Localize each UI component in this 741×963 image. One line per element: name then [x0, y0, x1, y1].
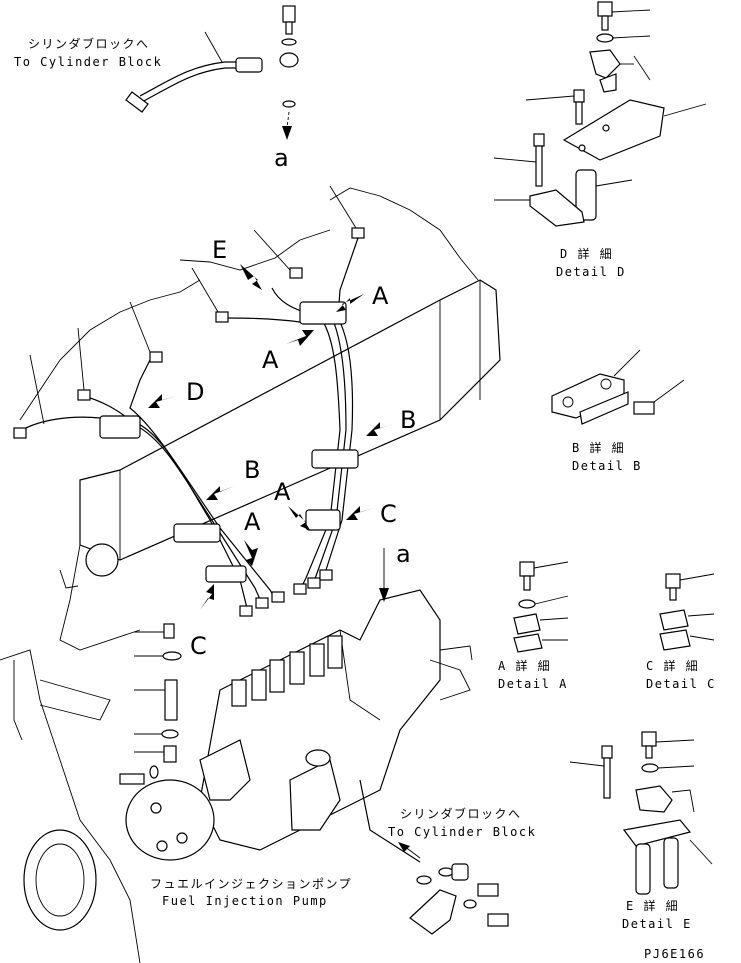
detail-e-en-label: Detail E	[622, 917, 692, 931]
clamp-b-lower	[173, 523, 221, 543]
injector-nut	[77, 389, 91, 401]
to-cylinder-block-jp-label-1: シリンダブロックへ	[28, 36, 150, 51]
top-left-pipe-group: シリンダブロックへ To Cylinder Block a	[14, 5, 299, 172]
bolt	[119, 773, 145, 785]
callout-arrow-b-icon	[366, 422, 394, 436]
feed-pump	[199, 739, 251, 801]
ref-a-top: a	[274, 144, 289, 172]
detail-d-jp-label: D 詳 細	[560, 246, 613, 261]
callouts: E A A D B B A C A C	[148, 236, 416, 660]
pipe-fitting	[235, 57, 263, 73]
to-cylinder-block-en-label-2: To Cylinder Block	[388, 825, 536, 839]
spacer	[575, 169, 597, 221]
callout-a-2: A	[262, 346, 279, 374]
detail-d: D 詳 細 Detail D	[493, 1, 707, 279]
callout-arrow-a-icon	[244, 540, 258, 566]
callout-arrow-a-icon	[336, 294, 364, 312]
callout-arrow-c-icon	[200, 584, 214, 610]
callout-c-1: C	[380, 500, 397, 528]
timing-cover	[0, 649, 141, 963]
pump-body	[199, 589, 441, 851]
clamp-b-upper	[311, 449, 359, 469]
engine-body	[19, 187, 501, 651]
detail-c-jp-label: C 詳 細	[646, 658, 699, 673]
washer	[438, 867, 454, 877]
to-cylinder-block-en-label-1: To Cylinder Block	[14, 55, 162, 69]
drawing-code: PJ6E166	[644, 947, 705, 961]
clamp-a-lower	[205, 565, 247, 583]
clamp-lower-half	[579, 391, 629, 425]
bolt	[477, 883, 499, 897]
bolt	[487, 913, 509, 927]
detail-e: E 詳 細 Detail E	[569, 731, 713, 931]
callout-a-4: A	[244, 508, 261, 536]
callout-d: D	[186, 378, 204, 406]
detail-b-en-label: Detail B	[572, 459, 642, 473]
fuel-injection-pump: a フュエルインジェクションポンプ Fuel Injection Pump	[119, 540, 473, 908]
governor-housing	[289, 759, 341, 831]
washer	[282, 100, 296, 108]
washer	[416, 875, 432, 885]
down-arrow-icon	[282, 126, 292, 140]
injector-nut	[351, 227, 365, 239]
down-arrow-icon	[379, 588, 389, 602]
clamp-d	[99, 415, 141, 439]
callout-e: E	[212, 236, 227, 264]
detail-a: A 詳 細 Detail A	[498, 561, 569, 691]
callout-arrow-a-icon	[288, 506, 310, 530]
clamp-c	[305, 509, 341, 531]
injector-nut	[289, 267, 303, 279]
callout-b-2: B	[244, 456, 260, 484]
banjo-fitting	[279, 52, 299, 68]
detail-d-en-label: Detail D	[556, 265, 626, 279]
callout-c-2: C	[190, 632, 207, 660]
detail-a-en-label: Detail A	[498, 677, 568, 691]
callout-a-1: A	[372, 282, 389, 310]
detail-b: B 詳 細 Detail B	[551, 349, 685, 473]
banjo-fitting	[451, 863, 469, 881]
to-cylinder-block-jp-label-2: シリンダブロックへ	[400, 806, 522, 821]
left-arrow-icon	[398, 842, 410, 852]
callout-arrow-e-icon	[240, 264, 262, 290]
injector-nut	[149, 351, 163, 363]
clamp-a-upper	[299, 301, 347, 325]
callout-arrow-a-icon	[286, 330, 314, 346]
injector-nut	[215, 311, 229, 323]
detail-e-jp-label: E 詳 細	[626, 898, 679, 913]
callout-arrow-d-icon	[148, 394, 176, 408]
mounting-plate	[562, 99, 665, 161]
banjo-bolt-head	[282, 5, 296, 23]
pipe-end-nut	[125, 91, 149, 113]
fuel-injection-pump-jp-label: フュエルインジェクションポンプ	[150, 877, 352, 891]
pump-coupling	[125, 779, 215, 861]
clamp	[529, 189, 585, 227]
callout-arrow-c-icon	[346, 506, 374, 520]
bolt	[633, 401, 655, 415]
injection-pipes	[13, 185, 365, 617]
crank-seal	[23, 829, 97, 931]
callout-b-1: B	[400, 406, 416, 434]
detail-b-jp-label: B 詳 細	[572, 440, 625, 455]
ref-a-pump: a	[396, 540, 411, 568]
detail-c: C 詳 細 Detail C	[646, 573, 716, 691]
gear-housing-boss	[85, 543, 119, 577]
detail-c-en-label: Detail C	[646, 677, 716, 691]
bracket-plate	[622, 819, 692, 847]
bottom-return-group: シリンダブロックへ To Cylinder Block	[359, 779, 536, 935]
callout-arrow-b-icon	[206, 486, 234, 500]
washer	[281, 38, 297, 46]
return-pipe	[139, 61, 240, 97]
bracket	[409, 889, 457, 935]
detail-a-jp-label: A 詳 細	[498, 658, 551, 673]
callout-a-3: A	[274, 478, 291, 506]
injector-nut	[13, 427, 27, 439]
fuel-injection-pump-en-label: Fuel Injection Pump	[162, 894, 328, 908]
